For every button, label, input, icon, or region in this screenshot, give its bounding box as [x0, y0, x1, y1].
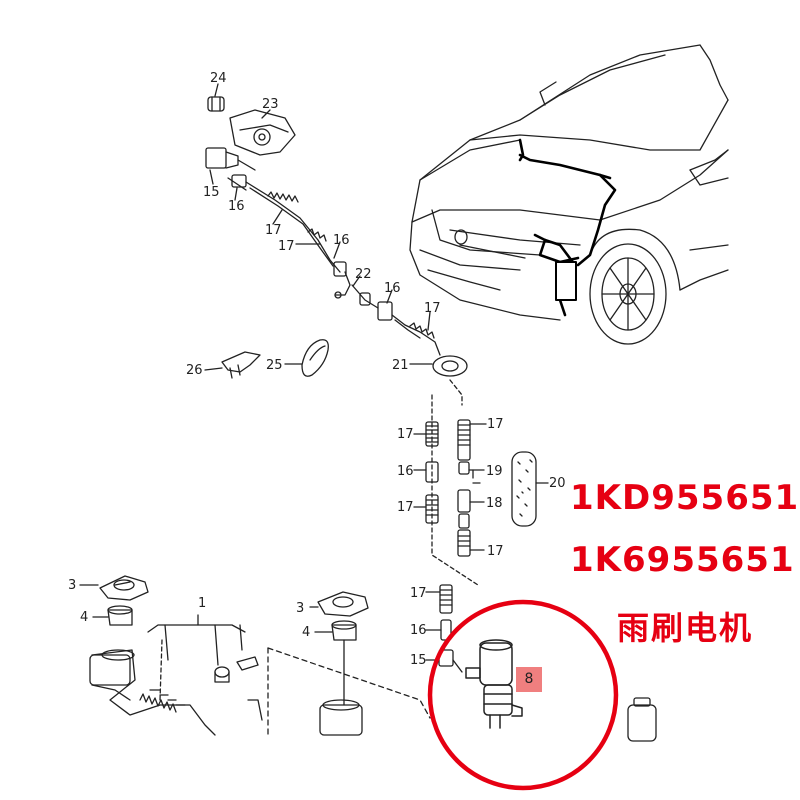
- callout-17: 17: [265, 223, 282, 238]
- part-badge: 8: [516, 667, 542, 692]
- callout-16: 16: [228, 199, 245, 214]
- seal-4-right: [331, 620, 357, 641]
- grommet-21: [432, 355, 468, 377]
- callout-15: 15: [203, 185, 220, 200]
- part-number-2: 1K6955651: [570, 540, 795, 580]
- callout-16: 16: [333, 233, 350, 248]
- part-description: 雨刷电机: [617, 609, 754, 647]
- callout-23: 23: [262, 97, 279, 112]
- callout-16: 16: [397, 464, 414, 479]
- reservoir-neck-left: [89, 649, 216, 736]
- callout-17: 17: [397, 500, 414, 515]
- callout-4: 4: [80, 610, 88, 625]
- hose-column-right: [457, 419, 471, 557]
- callout-24: 24: [210, 71, 227, 86]
- callout-17: 17: [278, 239, 295, 254]
- callout-26: 26: [186, 363, 203, 378]
- cap-24: [207, 96, 225, 112]
- seal-4-left: [107, 605, 133, 626]
- callout-21: 21: [392, 358, 409, 373]
- filter-20: [511, 451, 537, 527]
- callout-17: 17: [487, 544, 504, 559]
- cap-3-right: [317, 591, 369, 617]
- car-reservoir: [555, 261, 577, 301]
- callout-17: 17: [487, 417, 504, 432]
- bolt: [214, 656, 259, 683]
- callout-3: 3: [296, 601, 304, 616]
- callout-16: 16: [410, 623, 427, 638]
- washer-pump-8: [465, 639, 523, 729]
- callout-3: 3: [68, 578, 76, 593]
- bracket-26: [221, 351, 261, 379]
- callout-4: 4: [302, 625, 310, 640]
- highlight-circle: [427, 599, 619, 791]
- callout-17: 17: [397, 427, 414, 442]
- callout-18: 18: [486, 496, 503, 511]
- callout-19: 19: [486, 464, 503, 479]
- callout-1: 1: [198, 596, 206, 611]
- clip-25: [301, 339, 329, 377]
- connector-15-top: [205, 147, 239, 169]
- callout-17: 17: [410, 586, 427, 601]
- cap-3-left: [99, 575, 149, 601]
- callout-22: 22: [355, 267, 372, 282]
- car-front-illustration: [409, 44, 729, 345]
- callout-16: 16: [384, 281, 401, 296]
- nozzle-23: [229, 109, 296, 156]
- callout-17: 17: [424, 301, 441, 316]
- part-number-1: 1KD955651: [570, 478, 800, 518]
- callout-20: 20: [549, 476, 566, 491]
- reservoir-neck-right: [319, 699, 363, 736]
- callout-15: 15: [410, 653, 427, 668]
- callout-25: 25: [266, 358, 283, 373]
